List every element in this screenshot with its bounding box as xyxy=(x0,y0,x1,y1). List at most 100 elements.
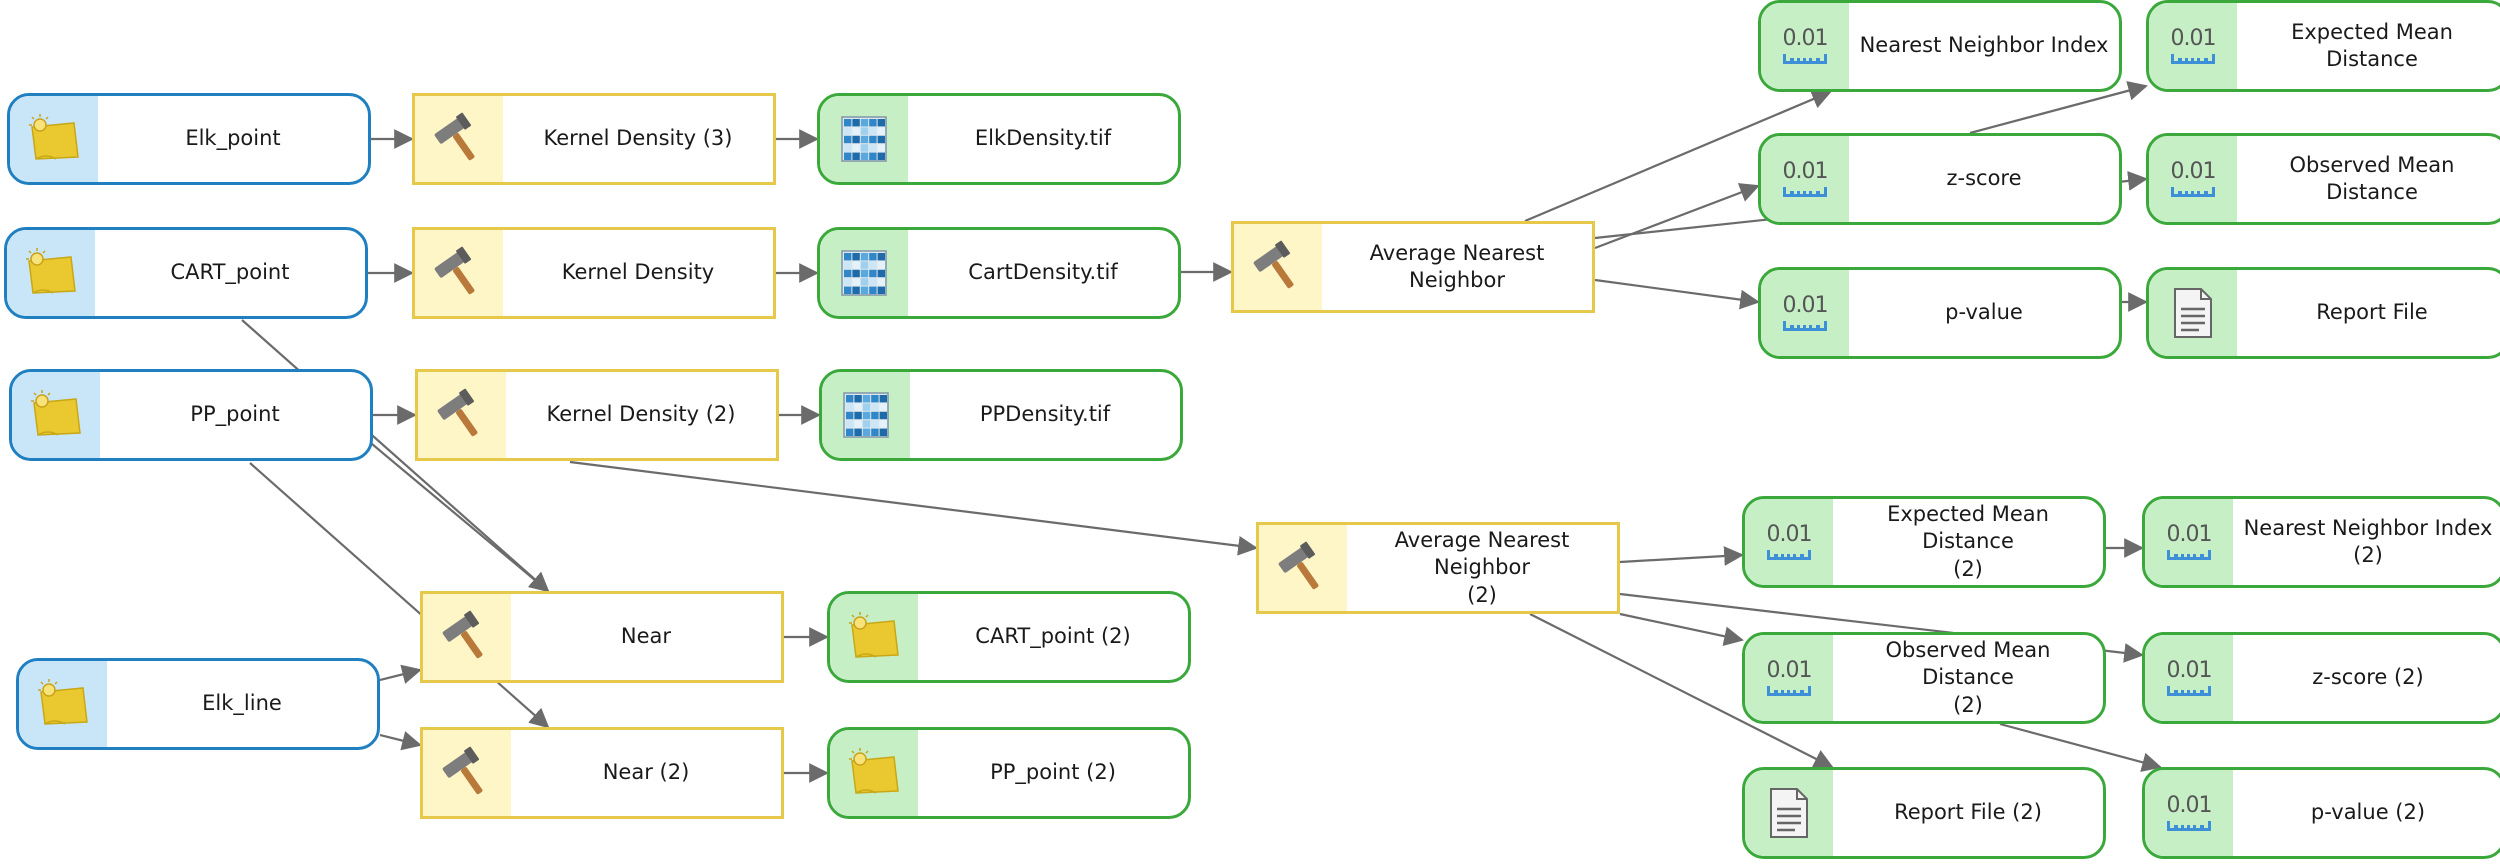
hammer-icon xyxy=(1259,525,1347,611)
connector-ann-to-zs[interactable] xyxy=(1594,183,1760,250)
node-label: CART_point xyxy=(170,260,290,285)
node-label: p-value (2) xyxy=(2310,800,2426,825)
node-ann2[interactable]: Average Nearest Neighbor (2) xyxy=(1256,522,1620,614)
number-icon: 0.01 xyxy=(2145,635,2233,721)
feature-class-icon xyxy=(7,230,95,316)
node-label: Nearest Neighbor Index xyxy=(1859,33,2109,58)
number-icon: 0.01 xyxy=(1761,3,1849,89)
connector-ann-to-emd[interactable] xyxy=(1969,81,2148,135)
number-icon-value: 0.01 xyxy=(2170,26,2217,51)
node-emd[interactable]: 0.01 Expected Mean Distance xyxy=(2146,0,2500,92)
node-label: z-score xyxy=(1946,166,2022,191)
number-icon-value: 0.01 xyxy=(2166,522,2213,547)
feature-class-icon xyxy=(19,661,107,747)
hammer-icon xyxy=(423,730,511,816)
number-icon-value: 0.01 xyxy=(1782,159,1829,184)
node-kd3[interactable]: Kernel Density (3) xyxy=(412,93,776,185)
node-label: Elk_line xyxy=(202,691,282,716)
connector-ann2-to-omd2[interactable] xyxy=(1619,612,1744,646)
node-zs2[interactable]: 0.01 z-score (2) xyxy=(2142,632,2500,724)
feature-class-icon xyxy=(12,372,100,458)
connector-pp-point-to-near[interactable] xyxy=(371,443,550,593)
raster-icon xyxy=(820,230,908,316)
hammer-icon xyxy=(415,96,503,182)
number-icon-value: 0.01 xyxy=(2166,793,2213,818)
node-elk-point[interactable]: Elk_point xyxy=(7,93,371,185)
node-label: PP_point (2) xyxy=(990,760,1116,785)
node-elkdens[interactable]: ElkDensity.tif xyxy=(817,93,1181,185)
node-nni2[interactable]: 0.01 Nearest Neighbor Index (2) xyxy=(2142,496,2500,588)
node-label: CartDensity.tif xyxy=(968,260,1118,285)
node-label: Average Nearest Neighbor (2) xyxy=(1394,528,1570,607)
number-icon: 0.01 xyxy=(2145,499,2233,585)
number-icon: 0.01 xyxy=(1745,499,1833,585)
node-label: PP_point xyxy=(190,402,280,427)
connector-elk-line-to-near[interactable] xyxy=(379,664,422,684)
number-icon: 0.01 xyxy=(2145,770,2233,856)
number-icon: 0.01 xyxy=(1761,136,1849,222)
node-label: Nearest Neighbor Index (2) xyxy=(2243,515,2493,567)
node-label: PPDensity.tif xyxy=(979,402,1111,427)
hammer-icon xyxy=(415,230,503,316)
hammer-icon xyxy=(1234,224,1322,310)
number-icon: 0.01 xyxy=(1761,270,1849,356)
node-near2[interactable]: Near (2) xyxy=(420,727,784,819)
connector-cart-point-to-near[interactable] xyxy=(241,319,550,593)
connector-ann-to-pv[interactable] xyxy=(1594,278,1760,310)
node-rep2[interactable]: Report File (2) xyxy=(1742,767,2106,859)
node-label: CART_point (2) xyxy=(975,624,1131,649)
node-label: Kernel Density xyxy=(561,260,715,285)
number-icon-value: 0.01 xyxy=(1782,293,1829,318)
node-label: Near xyxy=(620,624,672,649)
number-icon-value: 0.01 xyxy=(1782,26,1829,51)
number-icon: 0.01 xyxy=(2149,3,2237,89)
node-cartdens[interactable]: CartDensity.tif xyxy=(817,227,1181,319)
node-kd[interactable]: Kernel Density xyxy=(412,227,776,319)
hammer-icon xyxy=(418,372,506,458)
node-label: Expected Mean Distance xyxy=(2291,19,2453,71)
node-label: Observed Mean Distance xyxy=(2289,152,2455,204)
node-ppdens[interactable]: PPDensity.tif xyxy=(819,369,1183,461)
node-label: Near (2) xyxy=(602,760,690,785)
node-label: Elk_point xyxy=(185,126,281,151)
raster-icon xyxy=(820,96,908,182)
node-label: Kernel Density (3) xyxy=(543,126,733,151)
node-ann[interactable]: Average Nearest Neighbor xyxy=(1231,221,1595,313)
node-rep[interactable]: Report File xyxy=(2146,267,2500,359)
node-pp-point[interactable]: PP_point xyxy=(9,369,373,461)
connector-pp-point-to-ann2[interactable] xyxy=(569,460,1258,556)
node-nni[interactable]: 0.01 Nearest Neighbor Index xyxy=(1758,0,2122,92)
node-kd2[interactable]: Kernel Density (2) xyxy=(415,369,779,461)
number-icon-value: 0.01 xyxy=(2166,658,2213,683)
node-pp2[interactable]: PP_point (2) xyxy=(827,727,1191,819)
feature-class-icon xyxy=(830,594,918,680)
node-cart2[interactable]: CART_point (2) xyxy=(827,591,1191,683)
node-label: Report File xyxy=(2316,300,2428,325)
node-label: Average Nearest Neighbor xyxy=(1369,240,1545,292)
node-label: ElkDensity.tif xyxy=(974,126,1112,151)
connector-ann2-to-rep2[interactable] xyxy=(1529,613,1834,768)
connector-ann-to-nni[interactable] xyxy=(1524,89,1832,223)
report-icon xyxy=(2149,270,2237,356)
feature-class-icon xyxy=(10,96,98,182)
connector-ann2-to-pv2[interactable] xyxy=(1999,722,2162,772)
node-label: Report File (2) xyxy=(1894,800,2042,825)
node-label: Kernel Density (2) xyxy=(546,402,736,427)
connector-ann2-to-emd2[interactable] xyxy=(1619,546,1744,566)
node-pv2[interactable]: 0.01 p-value (2) xyxy=(2142,767,2500,859)
node-elk-line[interactable]: Elk_line xyxy=(16,658,380,750)
node-near[interactable]: Near xyxy=(420,591,784,683)
node-zs[interactable]: 0.01 z-score xyxy=(1758,133,2122,225)
node-cart-point[interactable]: CART_point xyxy=(4,227,368,319)
connector-elk-line-to-near2[interactable] xyxy=(379,731,422,751)
report-icon xyxy=(1745,770,1833,856)
node-label: Observed Mean Distance (2) xyxy=(1885,638,2051,717)
node-label: z-score (2) xyxy=(2312,665,2424,690)
connector-pp-point-to-near2[interactable] xyxy=(249,462,550,729)
